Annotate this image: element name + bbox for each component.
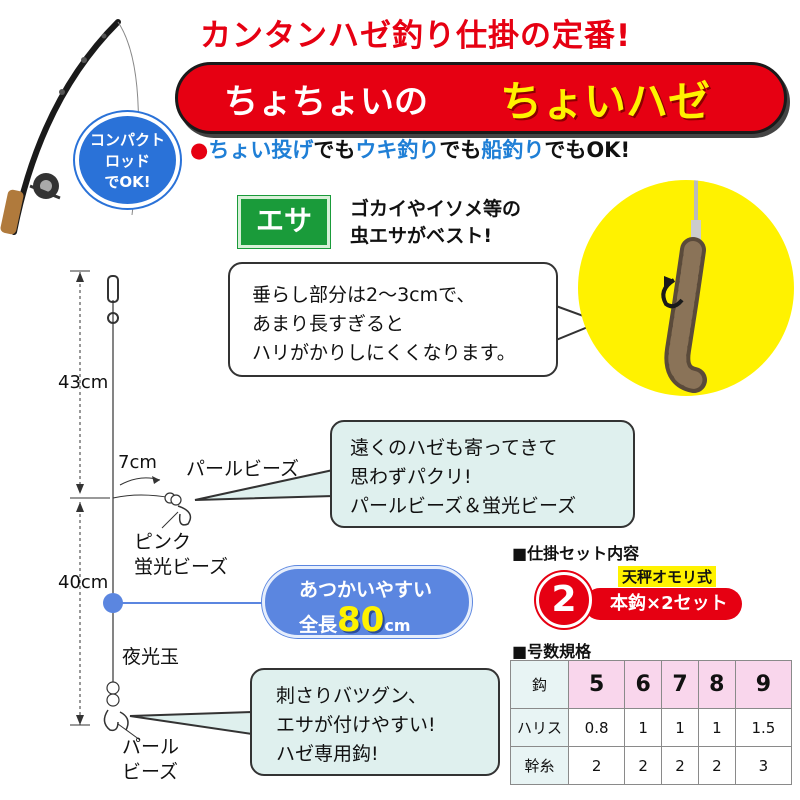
hook-icon xyxy=(103,709,129,732)
sinker-type-label: 天秤オモリ式 xyxy=(618,566,717,587)
pink-label-line-2: 蛍光ビーズ xyxy=(134,556,229,578)
size-header: 8 xyxy=(697,660,736,709)
banner-text-white: ちょちょいの xyxy=(224,82,428,122)
usage-line: ●ちょい投げでもウキ釣りでも船釣りでもOK! xyxy=(190,134,630,164)
compact-rod-badge: コンパクト ロッド でOK! xyxy=(75,112,180,208)
drop-line-3: ハリがかりしにくくなります。 xyxy=(252,342,516,364)
badge-line-1: コンパクト xyxy=(89,131,165,149)
size-header: 5 xyxy=(567,660,626,709)
table-row: 幹糸 2 2 2 2 3 xyxy=(510,746,793,785)
usage-ok: でもOK! xyxy=(544,138,631,162)
table-row: 鈎 5 6 7 8 9 xyxy=(510,660,793,709)
upper-length-label: 43cm xyxy=(58,372,109,393)
pearl-line-3: パールビーズ＆蛍光ビーズ xyxy=(350,495,577,517)
bait-desc-line-1: ゴカイやイソメ等の xyxy=(350,198,522,220)
pearl-line-1: 遠くのハゼも寄ってきて xyxy=(350,437,558,459)
lower-pearl-label: パール ビーズ xyxy=(122,735,179,785)
table-cell: 2 xyxy=(567,746,626,785)
fishing-rod-icon xyxy=(0,19,139,235)
total-length-prefix: 全長 xyxy=(299,614,338,636)
pearl-bead-label: パールビーズ xyxy=(186,458,300,480)
bait-description: ゴカイやイソメ等の 虫エサがベスト! xyxy=(350,196,521,250)
usage-sep-1: でも xyxy=(313,138,356,162)
bait-tag: エサ xyxy=(238,196,330,248)
row-label: 幹糸 xyxy=(510,746,569,785)
title-banner xyxy=(175,62,787,134)
row-label: ハリス xyxy=(510,708,569,747)
total-length-unit: cm xyxy=(384,616,411,635)
table-cell: 1 xyxy=(697,708,736,747)
drop-line-1: 垂らし部分は2～3cmで、 xyxy=(252,284,476,306)
table-cell: 2 xyxy=(697,746,736,785)
bead-icon xyxy=(106,681,120,707)
table-cell: 1 xyxy=(624,708,663,747)
lower-pearl-line-1: パール xyxy=(122,736,180,758)
badge-line-3: でOK! xyxy=(104,173,151,191)
pearl-bead-bubble: 遠くのハゼも寄ってきて 思わずパクリ! パールビーズ＆蛍光ビーズ xyxy=(330,420,635,528)
pink-label-line-1: ピンク xyxy=(134,531,192,553)
set-count: 2 xyxy=(536,572,592,628)
worm-on-hook-icon xyxy=(661,180,707,393)
swivel-icon xyxy=(107,275,119,324)
table-row: ハリス 0.8 1 1 1 1.5 xyxy=(510,708,793,747)
drop-length-bubble: 垂らし部分は2～3cmで、 あまり長すぎると ハリがかりしにくくなります。 xyxy=(228,262,558,377)
table-cell: 3 xyxy=(734,746,793,785)
size-header: 7 xyxy=(661,660,699,709)
usage-float: ウキ釣り xyxy=(355,138,440,162)
bait-desc-line-2: 虫エサがベスト! xyxy=(350,225,493,247)
hook-bubble: 刺さりバツグン、 エサが付けやすい! ハゼ専用鈎! xyxy=(250,668,500,776)
easy-handling-text: あつかいやすい xyxy=(299,579,433,601)
size-spec-table: 鈎 5 6 7 8 9 ハリス 0.8 1 1 1 1.5 幹糸 2 2 2 2… xyxy=(510,660,793,785)
headline: カンタンハゼ釣り仕掛の定番! xyxy=(200,18,632,54)
size-spec-title: ■号数規格 xyxy=(512,642,592,661)
set-contents-title: ■仕掛セット内容 xyxy=(512,544,640,563)
banner-text-yellow: ちょいハゼ xyxy=(500,77,711,126)
table-cell: 1 xyxy=(661,708,699,747)
pink-bead-label: ピンク 蛍光ビーズ xyxy=(134,530,228,580)
pearl-line-2: 思わずパクリ! xyxy=(350,466,472,488)
lower-length-label: 40cm xyxy=(58,572,109,593)
hook-header: 鈎 xyxy=(510,660,569,709)
table-cell: 2 xyxy=(661,746,699,785)
set-description: 本鈎×2セット xyxy=(584,588,742,620)
usage-boat: 船釣り xyxy=(481,138,545,162)
hook-line-3: ハゼ専用鈎! xyxy=(276,743,379,765)
table-cell: 0.8 xyxy=(567,708,626,747)
worm-on-hook-illustration xyxy=(578,180,794,396)
usage-dot: ● xyxy=(190,138,209,162)
usage-cast: ちょい投げ xyxy=(208,138,314,162)
table-cell: 2 xyxy=(624,746,663,785)
bead-icon xyxy=(164,492,182,506)
usage-sep-2: でも xyxy=(439,138,482,162)
total-length-number: 80 xyxy=(337,600,385,640)
branch-length-label: 7cm xyxy=(118,452,157,473)
total-length-badge: あつかいやすい 全長80cm xyxy=(262,566,472,640)
drop-line-2: あまり長すぎると xyxy=(252,313,405,335)
table-cell: 1.5 xyxy=(734,708,793,747)
size-header: 6 xyxy=(624,660,663,709)
badge-line-2: ロッド xyxy=(104,152,150,170)
hook-line-1: 刺さりバツグン、 xyxy=(276,685,427,707)
total-length-text: 全長80cm xyxy=(299,600,411,640)
hook-line-2: エサが付けやすい! xyxy=(276,714,436,736)
size-header: 9 xyxy=(734,660,793,709)
glow-bead-label: 夜光玉 xyxy=(122,646,180,668)
lower-pearl-line-2: ビーズ xyxy=(122,761,179,783)
